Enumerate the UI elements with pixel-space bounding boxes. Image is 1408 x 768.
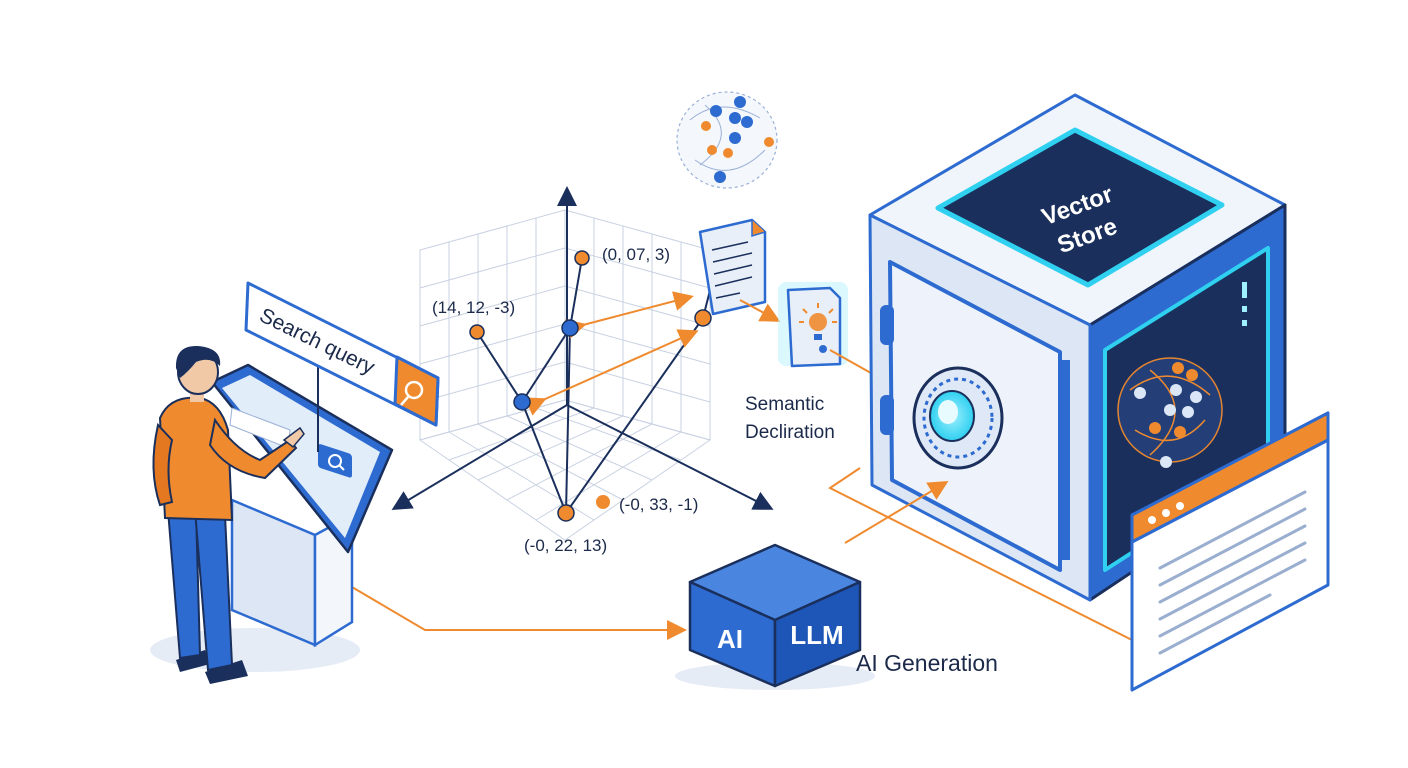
vector-point <box>557 504 575 522</box>
search-icon <box>400 380 424 406</box>
coord-label-top: (0, 07, 3) <box>602 245 670 264</box>
semantic-label-line1: Semantic <box>745 394 824 415</box>
vector-points <box>469 250 712 522</box>
semantic-card <box>778 282 848 368</box>
coord-label-bottom: (-0, 22, 13) <box>524 536 607 555</box>
llm-cube: AI LLM <box>675 543 875 690</box>
flow-vault-to-output <box>828 467 1133 641</box>
vector-point <box>694 309 712 327</box>
similarity-arrows <box>524 291 699 416</box>
document-icon <box>698 218 767 316</box>
embedding-cluster <box>676 91 778 189</box>
flow-kiosk-to-llm <box>339 579 687 640</box>
browser-window-icon <box>1130 411 1330 692</box>
flow-doc-to-semantic <box>739 299 781 322</box>
vault-data-orb <box>1117 357 1223 468</box>
vector-point <box>469 324 485 340</box>
llm-cube-right-label: LLM <box>790 620 843 650</box>
person <box>152 345 305 684</box>
vector-point <box>596 495 610 509</box>
ai-generation-label: AI Generation <box>856 650 998 676</box>
coord-label-left: (14, 12, -3) <box>432 298 515 317</box>
vector-point <box>513 393 531 411</box>
flow-vault-to-llm <box>844 480 949 544</box>
vector-store-vault: Vector Store <box>868 93 1287 602</box>
semantic-label-line2: Decliration <box>745 422 835 443</box>
coord-label-right: (-0, 33, -1) <box>619 495 698 514</box>
vector-point <box>574 250 590 266</box>
coordinate-labels: (0, 07, 3) (14, 12, -3) (-0, 33, -1) (-0… <box>432 245 698 555</box>
llm-cube-left-label: AI <box>717 624 743 654</box>
bulb-icon <box>799 303 837 353</box>
vector-point <box>561 319 579 337</box>
dial-icon <box>912 366 1004 470</box>
